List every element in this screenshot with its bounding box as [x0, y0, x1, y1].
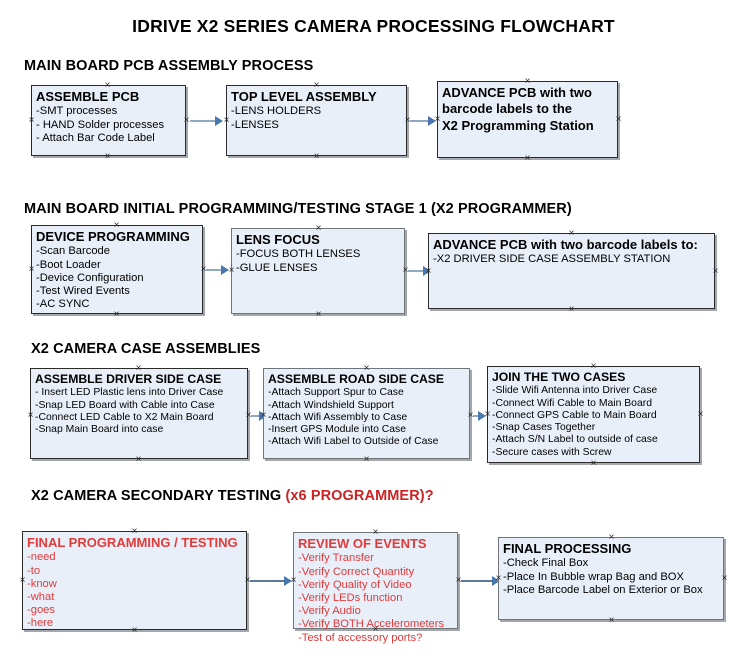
box-assemble-driver-side-case[interactable]: ASSEMBLE DRIVER SIDE CASE - Insert LED P… [30, 368, 248, 459]
box-line: -Verify BOTH Accelerometers [298, 618, 445, 631]
connector-arrowhead [215, 116, 223, 126]
box-line: -Test Wired Events [36, 284, 130, 297]
box-line: -Connect LED Cable to X2 Main Board [35, 411, 214, 423]
box-line: -Verify Correct Quantity [298, 565, 415, 578]
box-title: ADVANCE PCB with two [442, 85, 592, 100]
connector-line [461, 580, 495, 582]
box-line: -LENS HOLDERS [231, 105, 322, 118]
box-title: JOIN THE TWO CASES [492, 370, 626, 384]
box-line: -Slide Wifi Antenna into Driver Case [492, 385, 658, 397]
connector-line [408, 270, 426, 272]
box-line: - Attach Bar Code Label [36, 131, 155, 144]
box-line: -Snap Cases Together [492, 422, 596, 434]
section-heading-main-board-initial-programming: MAIN BOARD INITIAL PROGRAMMING/TESTING S… [24, 201, 572, 217]
box-line: -X2 DRIVER SIDE CASE ASSEMBLY STATION [433, 253, 671, 266]
box-line: -Insert GPS Module into Case [268, 424, 407, 436]
box-line: -goes [27, 604, 55, 617]
box-final-processing[interactable]: FINAL PROCESSING -Check Final Box -Place… [498, 537, 724, 620]
box-title: ASSEMBLE ROAD SIDE CASE [268, 372, 445, 386]
box-line: -LENSES [231, 118, 279, 131]
box-line: -Attach Support Spur to Case [268, 387, 404, 399]
box-line: -Verify LEDs function [298, 591, 403, 604]
page-title: IDRIVE X2 SERIES CAMERA PROCESSING FLOWC… [132, 16, 615, 36]
box-line: -here [27, 617, 54, 630]
connector-arrowhead [492, 576, 500, 586]
box-line: -SMT processes [36, 105, 118, 118]
box-final-programming-testing[interactable]: FINAL PROGRAMMING / TESTING -need -to -k… [22, 531, 247, 630]
section-heading-text: X2 CAMERA SECONDARY TESTING [31, 488, 286, 504]
box-lens-focus[interactable]: LENS FOCUS -FOCUS BOTH LENSES -GLUE LENS… [231, 228, 405, 314]
box-line: barcode labels to the [442, 101, 573, 117]
box-line: -Scan Barcode [36, 245, 111, 258]
box-assemble-road-side-case[interactable]: ASSEMBLE ROAD SIDE CASE -Attach Support … [263, 368, 470, 459]
box-line: -what [27, 590, 55, 603]
section-heading-suffix: (x6 PROGRAMMER)? [285, 488, 434, 504]
box-title: FINAL PROCESSING [503, 541, 632, 556]
connector-line [190, 120, 218, 122]
box-title: ASSEMBLE DRIVER SIDE CASE [35, 372, 222, 386]
box-line: -Connect GPS Cable to Main Board [492, 409, 657, 421]
box-title: REVIEW OF EVENTS [298, 536, 427, 551]
box-title: LENS FOCUS [236, 232, 320, 247]
box-line: -need [27, 551, 56, 564]
section-heading-main-board-pcb-assembly: MAIN BOARD PCB ASSEMBLY PROCESS [24, 58, 314, 74]
box-line-overflow: -Test of accessory ports? [298, 631, 423, 644]
box-title: ADVANCE PCB with two barcode labels to: [433, 237, 698, 252]
box-line: -Connect Wifi Cable to Main Board [492, 397, 652, 409]
box-advance-pcb-programming-station[interactable]: ADVANCE PCB with two barcode labels to t… [437, 81, 618, 158]
box-line: - Insert LED Plastic lens into Driver Ca… [35, 387, 224, 399]
box-line: -Verify Transfer [298, 552, 374, 565]
section-heading-x2-camera-secondary-testing: X2 CAMERA SECONDARY TESTING (x6 PROGRAMM… [31, 488, 434, 504]
box-line: -Snap LED Board with Cable into Case [35, 399, 215, 411]
box-title: FINAL PROGRAMMING / TESTING [27, 535, 238, 550]
box-line: -Attach Wifi Label to Outside of Case [268, 436, 439, 448]
connector-arrowhead [284, 576, 292, 586]
connector-arrowhead [221, 265, 229, 275]
box-line: -Attach S/N Label to outside of case [492, 434, 658, 446]
box-line: X2 Programming Station [442, 117, 594, 133]
box-review-of-events[interactable]: REVIEW OF EVENTS -Verify Transfer -Verif… [293, 532, 458, 644]
box-line: -Place In Bubble wrap Bag and BOX [503, 570, 684, 583]
section-heading-x2-camera-case-assemblies: X2 CAMERA CASE ASSEMBLIES [31, 341, 261, 357]
box-line: -Device Configuration [36, 271, 144, 284]
box-line: -GLUE LENSES [236, 261, 318, 274]
connector-line [206, 269, 224, 271]
box-title: ASSEMBLE PCB [36, 89, 140, 104]
box-title: DEVICE PROGRAMMING [36, 229, 190, 244]
box-line: -to [27, 564, 41, 577]
connector-line [410, 120, 430, 122]
box-line: -AC SYNC [36, 298, 90, 311]
connector-arrowhead [423, 266, 431, 276]
connector-arrowhead [478, 411, 486, 421]
connector-line [251, 415, 265, 417]
connector-arrowhead [428, 116, 436, 126]
box-join-the-two-cases[interactable]: JOIN THE TWO CASES -Slide Wifi Antenna i… [487, 366, 700, 463]
box-line: - HAND Solder processes [36, 118, 165, 131]
connector-line [250, 580, 287, 582]
box-device-programming[interactable]: DEVICE PROGRAMMING -Scan Barcode -Boot L… [31, 225, 203, 314]
box-line: -Verify Audio [298, 605, 361, 618]
box-assemble-pcb[interactable]: ASSEMBLE PCB -SMT processes - HAND Solde… [31, 85, 186, 156]
box-line: -Attach Wifi Assembly to Case [268, 411, 408, 423]
box-line: -Verify Quality of Video [298, 578, 412, 591]
box-line: -Place Barcode Label on Exterior or Box [503, 583, 703, 596]
connector-line [473, 415, 481, 417]
box-title: TOP LEVEL ASSEMBLY [231, 89, 377, 104]
box-line: -Check Final Box [503, 557, 589, 570]
box-line: -FOCUS BOTH LENSES [236, 248, 361, 261]
box-top-level-assembly[interactable]: TOP LEVEL ASSEMBLY -LENS HOLDERS -LENSES [226, 85, 407, 156]
box-line: -Boot Loader [36, 258, 101, 271]
box-advance-pcb-driver-side-case[interactable]: ADVANCE PCB with two barcode labels to: … [428, 233, 715, 309]
box-line: -Attach Windshield Support [268, 399, 394, 411]
box-line: -Snap Main Board into case [35, 424, 164, 436]
box-line: -Secure cases with Screw [492, 446, 612, 458]
box-line: -know [27, 577, 57, 590]
